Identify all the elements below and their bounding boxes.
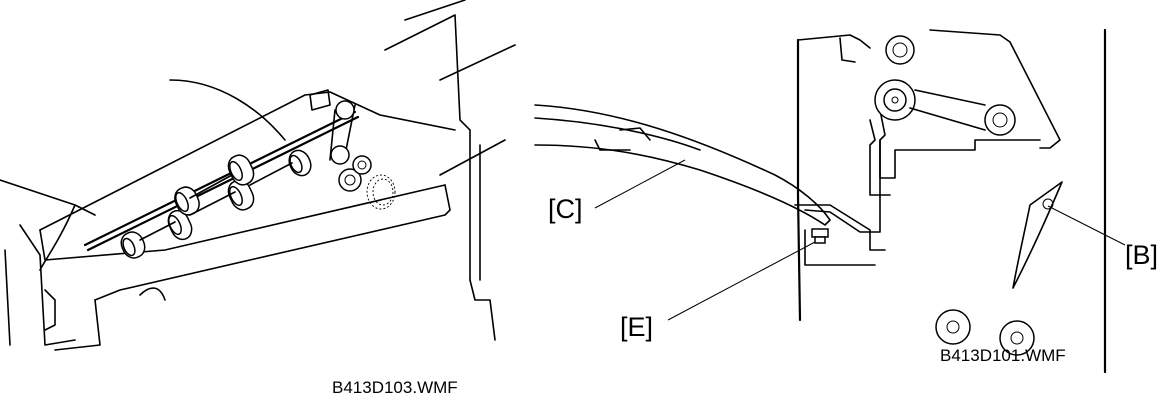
callout-c: [C] <box>548 194 583 224</box>
roller-1 <box>120 231 146 259</box>
caption-right: B413D101.WMF <box>940 346 1066 365</box>
gear-2 <box>352 155 372 175</box>
roller-3 <box>174 186 200 216</box>
roller-5 <box>227 154 255 186</box>
roller-2 <box>167 209 193 241</box>
bottom-rollers <box>935 309 1035 356</box>
leader-line-c <box>594 159 686 209</box>
guide-plate-c <box>534 104 831 226</box>
left-figure-roller-assembly <box>0 0 516 351</box>
roller-4 <box>227 179 255 211</box>
leader-line-b <box>1047 205 1126 246</box>
gear-1 <box>338 168 362 192</box>
right-figure-exit-unit <box>534 28 1126 374</box>
leader-line-e <box>667 241 816 321</box>
caption-left: B413D103.WMF <box>332 378 458 397</box>
drive-gear <box>874 79 916 121</box>
upper-roller <box>885 35 915 65</box>
sensor-e <box>811 228 829 244</box>
exit-roller <box>984 104 1016 136</box>
roller-6 <box>288 149 312 177</box>
callout-e: [E] <box>620 312 653 342</box>
callout-b: [B] <box>1125 240 1158 270</box>
actuator-feeler-b <box>1012 181 1063 289</box>
